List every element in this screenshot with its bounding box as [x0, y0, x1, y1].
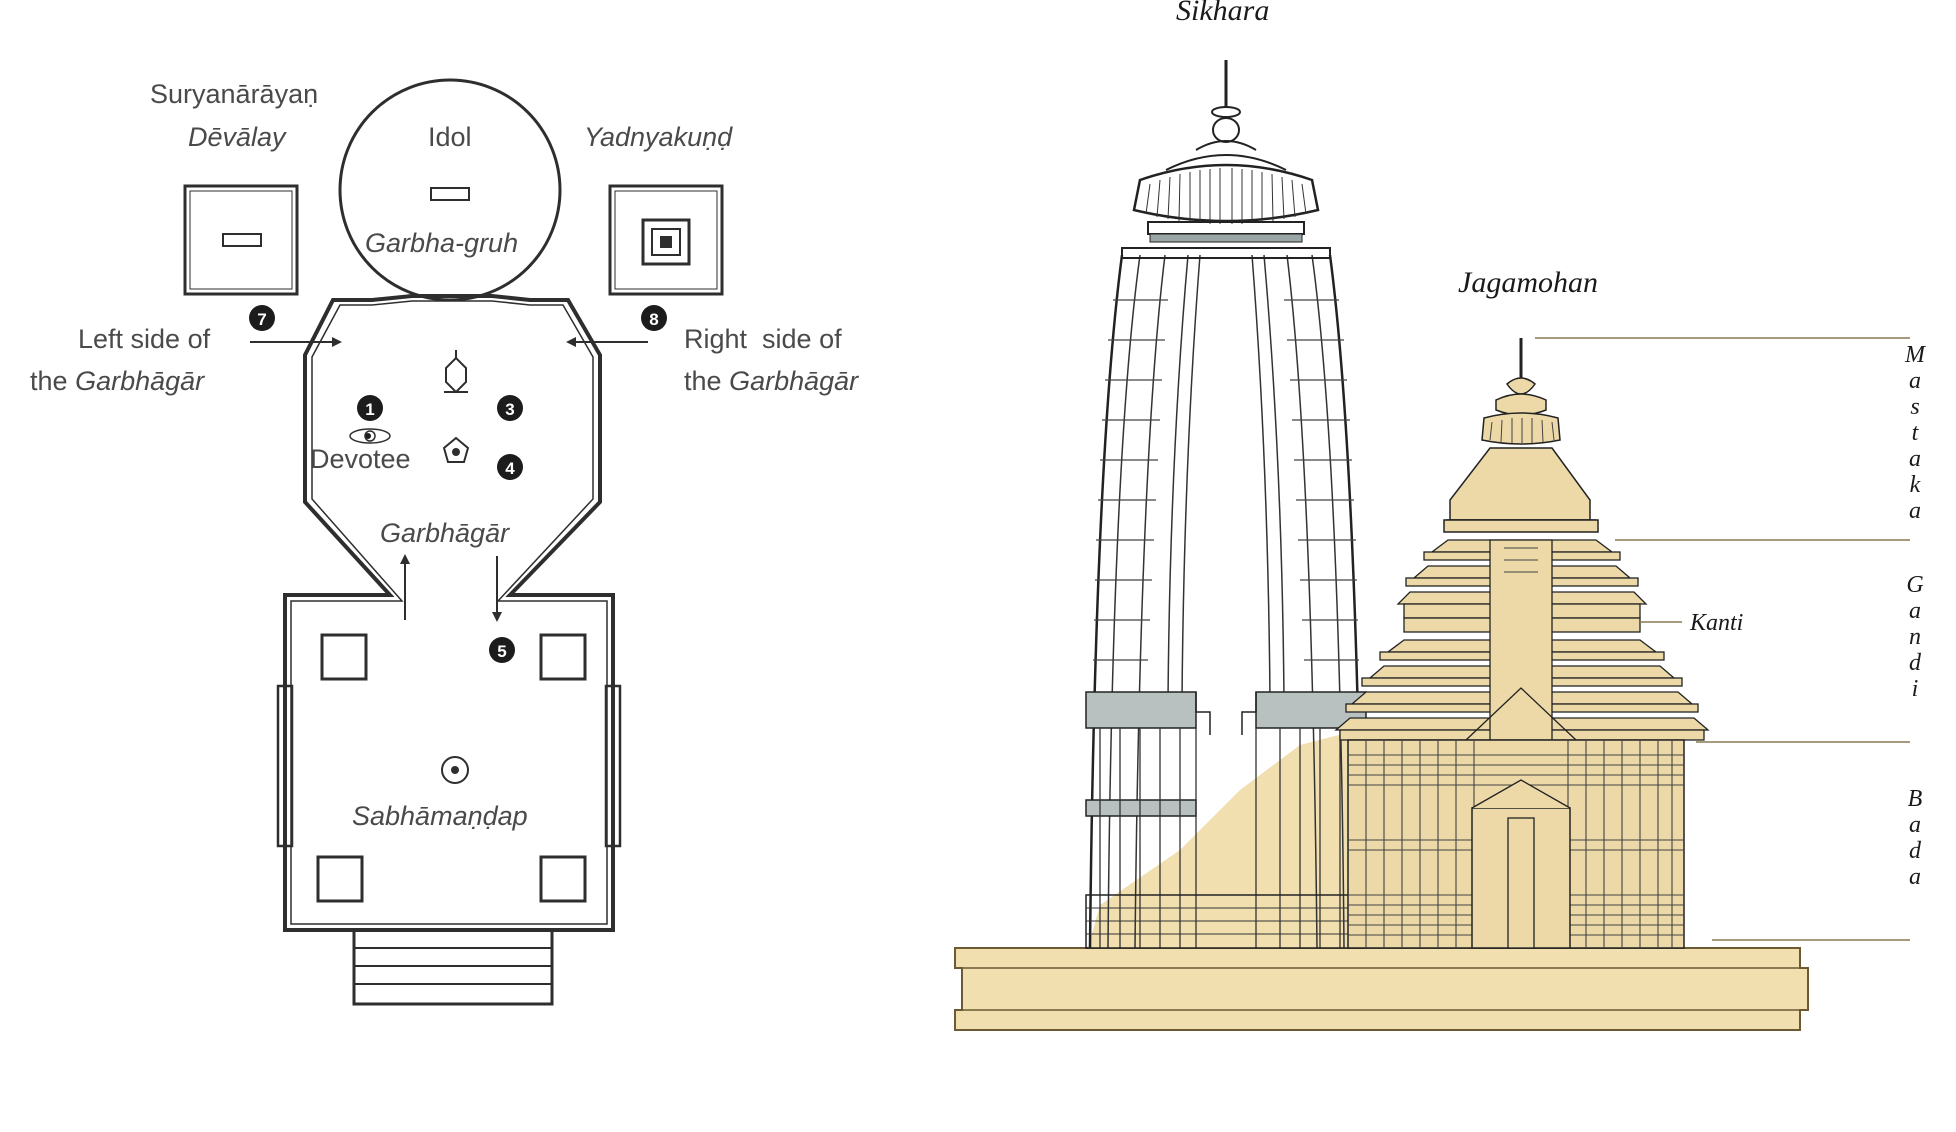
position-markers: 7 8 1 3 4 5 — [249, 305, 667, 663]
label-kanti: Kanti — [1689, 610, 1743, 636]
label-suryanarayan: Suryanārāyaṇ — [150, 79, 318, 109]
label-idol: Idol — [428, 122, 472, 152]
sikhara-tower — [1085, 60, 1367, 949]
label-gandi-letter: G — [1906, 572, 1923, 598]
svg-text:3: 3 — [505, 400, 514, 419]
label-yadnyakund: Yadnyakuṇḍ — [584, 122, 733, 152]
marker-7: 7 — [249, 305, 275, 331]
entrance-steps — [352, 928, 554, 1006]
label-garbhagar: Garbhāgār — [380, 518, 510, 548]
svg-text:4: 4 — [505, 459, 515, 478]
label-devalay: Dēvālay — [188, 122, 287, 152]
label-sikhara: Sikhara — [1176, 0, 1269, 27]
label-right-side-line2: the Garbhāgār — [684, 366, 859, 396]
suryanarayan-devalay-shrine — [183, 184, 299, 296]
circumambulation-arrows — [250, 337, 648, 622]
lamp-symbol-top — [444, 350, 468, 394]
label-bada-letter: d — [1909, 838, 1922, 864]
label-bada-letter: a — [1909, 864, 1921, 890]
label-sabhamandap: Sabhāmaṇḍap — [352, 801, 528, 831]
label-gandi-letter: i — [1912, 676, 1919, 702]
label-mastaka-letter: s — [1910, 394, 1919, 420]
label-mastaka-letter: a — [1909, 498, 1921, 524]
section-leader-lines — [1535, 337, 1910, 941]
sabhamandap-side-pillars — [276, 684, 622, 848]
label-mastaka-letter: a — [1909, 368, 1921, 394]
label-mastaka-letter: t — [1912, 420, 1920, 446]
sabhamandap-pillars — [316, 633, 587, 903]
garbha-gruh-sanctum — [338, 78, 562, 302]
label-mastaka-letter: M — [1904, 342, 1927, 368]
label-gandi-letter: a — [1909, 598, 1921, 624]
yadnyakund-fire-altar — [608, 184, 724, 296]
marker-1: 1 — [357, 395, 383, 421]
svg-text:7: 7 — [257, 310, 266, 329]
temple-floor-plan: 7 8 1 3 4 5 — [30, 78, 859, 1006]
svg-text:8: 8 — [649, 310, 658, 329]
label-gandi-letter: d — [1909, 650, 1922, 676]
label-bada-letter: a — [1909, 812, 1921, 838]
elevation-base-platform — [954, 947, 1809, 1031]
marker-4: 4 — [497, 454, 523, 480]
svg-text:5: 5 — [497, 642, 506, 661]
nandi-symbol — [442, 436, 470, 463]
svg-text:1: 1 — [365, 400, 374, 419]
sabhamandap-center-symbol — [441, 756, 469, 784]
devotee-symbol — [349, 428, 391, 444]
label-devotee: Devotee — [310, 444, 411, 474]
label-left-side-line1: Left side of — [78, 324, 211, 354]
label-gandi-letter: n — [1909, 624, 1921, 650]
marker-5: 5 — [489, 637, 515, 663]
jagamohan-hall — [1334, 338, 1710, 949]
label-right-side-line1: Right side of — [684, 324, 842, 354]
sikhara-sand-fill — [1088, 730, 1358, 948]
label-left-side-line2: the Garbhāgār — [30, 366, 205, 396]
label-mastaka-letter: k — [1910, 472, 1921, 498]
label-jagamohan: Jagamohan — [1458, 266, 1598, 299]
marker-3: 3 — [497, 395, 523, 421]
label-bada-letter: B — [1908, 786, 1923, 812]
label-mastaka-letter: a — [1909, 446, 1921, 472]
label-garbha-gruh: Garbha-gruh — [365, 228, 518, 258]
marker-8: 8 — [641, 305, 667, 331]
marker-2 — [365, 433, 371, 439]
